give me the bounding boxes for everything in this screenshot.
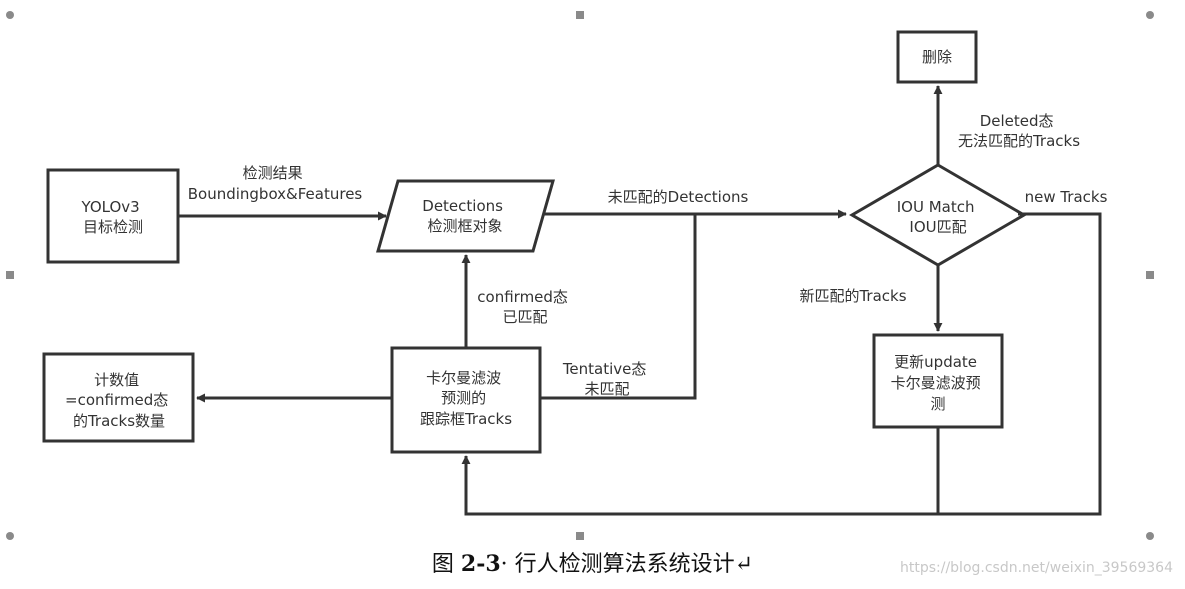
update-box	[872, 333, 1004, 429]
update-label: 更新update 卡尔曼滤波预 测	[891, 353, 986, 413]
handle-top-left[interactable]	[6, 11, 14, 19]
caption-prefix: 图	[431, 552, 461, 577]
handle-bottom-left[interactable]	[6, 532, 14, 540]
handle-bottom-middle[interactable]	[576, 532, 584, 540]
caption-text: · 行人检测算法系统设计↵	[500, 552, 754, 577]
handle-middle-left[interactable]	[6, 271, 14, 279]
figure-caption: 图 2-3· 行人检测算法系统设计↵	[0, 546, 1185, 578]
handle-middle-right[interactable]	[1146, 271, 1154, 279]
yolo-box	[46, 168, 180, 264]
caption-number: 2-3	[460, 551, 501, 577]
yolo-label: YOLOv3 目标检测	[81, 198, 145, 236]
counter-label: 计数值 =confirmed态 的Tracks数量	[65, 371, 173, 430]
iou-label: IOU Match IOU匹配	[897, 198, 980, 236]
edge-kalman-tentative	[540, 214, 697, 400]
delete-label: 删除	[922, 48, 952, 66]
counter-box	[42, 352, 195, 443]
edges	[178, 85, 1102, 516]
detections-parallelogram	[376, 179, 555, 253]
delete-box	[896, 30, 978, 84]
label-detect-result: 检测结果 Boundingbox&Features	[188, 164, 363, 203]
edge-new-tracks-loop	[461, 212, 1102, 516]
label-confirmed: confirmed态 已匹配	[477, 288, 572, 326]
kalman-label: 卡尔曼滤波 预测的 跟踪框Tracks	[420, 369, 512, 428]
label-unmatched-detections: 未匹配的Detections	[608, 188, 749, 206]
watermark: https://blog.csdn.net/weixin_39569364	[899, 560, 1173, 576]
detections-label: Detections 检测框对象	[422, 197, 507, 235]
selection-handles[interactable]	[6, 11, 1154, 540]
label-new-tracks: new Tracks	[1025, 188, 1108, 206]
handle-top-right[interactable]	[1146, 11, 1154, 19]
label-new-matched: 新匹配的Tracks	[799, 287, 906, 305]
handle-bottom-right[interactable]	[1146, 532, 1154, 540]
label-deleted: Deleted态 无法匹配的Tracks	[958, 112, 1080, 150]
label-tentative: Tentative态 未匹配	[562, 360, 651, 398]
handle-top-middle[interactable]	[576, 11, 584, 19]
